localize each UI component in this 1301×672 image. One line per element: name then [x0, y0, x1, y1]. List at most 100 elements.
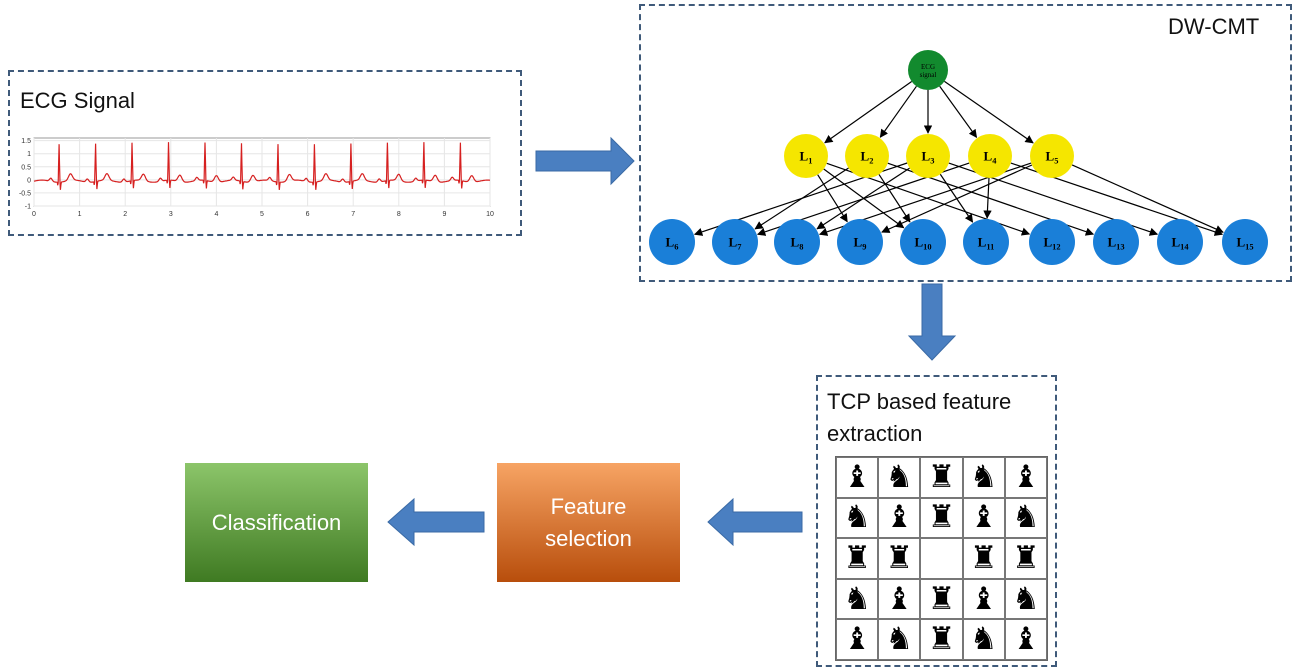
tree-edge-arrow	[944, 80, 1034, 144]
chess-piece-icon: ♞	[843, 499, 871, 536]
ecg-x-tick-label: 2	[123, 211, 127, 218]
ecg-x-tick-label: 10	[486, 211, 494, 218]
node-label: L13	[1107, 235, 1124, 252]
tcp-title-line1: TCP based feature	[827, 389, 1012, 414]
board-cell: ♝	[962, 497, 1005, 539]
level2-node	[963, 219, 1009, 265]
node-label: L3	[922, 149, 935, 166]
level1-node	[845, 134, 889, 178]
node-label: L10	[914, 235, 931, 252]
node-label: L8	[791, 235, 804, 252]
chess-piece-icon: ♜	[1012, 539, 1040, 576]
board-cell: ♝	[878, 578, 921, 620]
board-cell: ♞	[878, 619, 921, 660]
chess-piece-icon: ♞	[885, 621, 914, 658]
ecg-x-tick-label: 8	[397, 211, 401, 218]
chess-piece-icon: ♞	[1012, 499, 1040, 536]
ecg-x-tick-label: 1	[78, 211, 82, 218]
chess-piece-icon: ♜	[885, 539, 914, 576]
root-node-label-line1: ECG	[921, 63, 935, 71]
board-cell: ♝	[1004, 457, 1047, 498]
chess-piece-icon: ♜	[969, 539, 998, 576]
chess-piece-icon: ♜	[927, 580, 956, 617]
arrow-feature-selection-to-classification	[387, 497, 485, 547]
node-label: L5	[1046, 149, 1059, 166]
chess-piece-icon: ♜	[927, 499, 956, 536]
feature-selection-line2: selection	[545, 525, 632, 551]
node-label: L12	[1043, 235, 1060, 252]
node-label: L6	[666, 235, 679, 252]
tree-edge-arrow	[1071, 164, 1224, 233]
node-label: L15	[1236, 235, 1253, 252]
tree-edge-arrow	[878, 174, 911, 223]
board-cell: ♞	[962, 457, 1005, 498]
dw-cmt-title: DW-CMT	[1168, 14, 1260, 39]
ecg-y-tick-label: 0	[27, 177, 31, 184]
feature-selection-line1: Feature	[550, 493, 627, 519]
node-label: L7	[729, 235, 743, 252]
ecg-y-tick-label: -1	[25, 204, 31, 211]
chess-board-grid: ♝♞♜♞♝♞♝♜♝♞♜♜♜♜♞♝♜♝♞♝♞♜♞♝	[835, 456, 1048, 661]
level1-node	[968, 134, 1012, 178]
ecg-x-tick-label: 5	[260, 211, 264, 218]
board-cell: ♜	[920, 619, 963, 660]
level2-node	[649, 219, 695, 265]
level2-node	[837, 219, 883, 265]
board-cell: ♜	[878, 538, 921, 579]
chess-piece-icon: ♝	[843, 621, 871, 658]
board-cell: ♝	[1004, 619, 1047, 660]
tree-edge-arrow	[824, 81, 912, 144]
level2-node	[1222, 219, 1268, 265]
chess-piece-icon: ♝	[1012, 621, 1040, 658]
ecg-x-tick-label: 9	[442, 211, 446, 218]
ecg-waveform	[33, 142, 490, 190]
tree-edge-arrow	[817, 174, 848, 223]
ecg-signal-root-node	[908, 50, 948, 90]
board-cell: ♜	[962, 538, 1005, 579]
node-label: L11	[978, 235, 995, 252]
board-cell: ♞	[1004, 497, 1047, 539]
arrow-ecg-to-dwcmt	[535, 136, 635, 186]
root-node-label-line2: signal	[920, 71, 937, 79]
chess-piece-icon: ♝	[1012, 458, 1040, 495]
tree-edge-arrow	[879, 85, 917, 138]
board-cell: ♝	[878, 497, 921, 539]
chess-piece-icon: ♞	[885, 458, 914, 495]
tcp-title-line2: extraction	[827, 421, 923, 446]
ecg-x-tick-label: 6	[306, 211, 310, 218]
chess-piece-icon: ♞	[1012, 580, 1040, 617]
board-cell: ♝	[836, 619, 879, 660]
ecg-x-tick-label: 3	[169, 211, 173, 218]
ecg-y-ticks: 1.510.50-0.5-1	[19, 138, 31, 210]
node-label: L9	[854, 235, 867, 252]
board-cell: ♞	[836, 497, 879, 539]
chess-piece-icon: ♜	[843, 539, 871, 576]
level2-node	[1093, 219, 1139, 265]
board-cell	[920, 538, 963, 579]
node-label: L4	[984, 149, 998, 166]
board-cell: ♜	[920, 578, 963, 620]
ecg-x-tick-label: 7	[351, 211, 355, 218]
tree-edge-arrow	[881, 164, 1033, 233]
chess-piece-icon: ♞	[969, 458, 998, 495]
tree-edge-arrow	[939, 85, 978, 139]
board-cell: ♜	[920, 457, 963, 498]
ecg-y-tick-label: -0.5	[19, 190, 31, 197]
tree-edges	[693, 80, 1224, 236]
chess-piece-icon: ♝	[843, 458, 871, 495]
board-cell: ♜	[920, 497, 963, 539]
ecg-y-tick-label: 1.5	[21, 138, 31, 145]
board-cell: ♜	[836, 538, 879, 579]
node-label: L1	[800, 149, 813, 166]
chess-piece-icon: ♜	[927, 621, 956, 658]
level2-node	[900, 219, 946, 265]
board-cell: ♞	[1004, 578, 1047, 620]
chess-piece-icon: ♝	[885, 580, 914, 617]
classification-label: Classification	[211, 509, 342, 535]
board-cell: ♞	[836, 578, 879, 620]
level2-node	[774, 219, 820, 265]
board-cell: ♞	[878, 457, 921, 498]
